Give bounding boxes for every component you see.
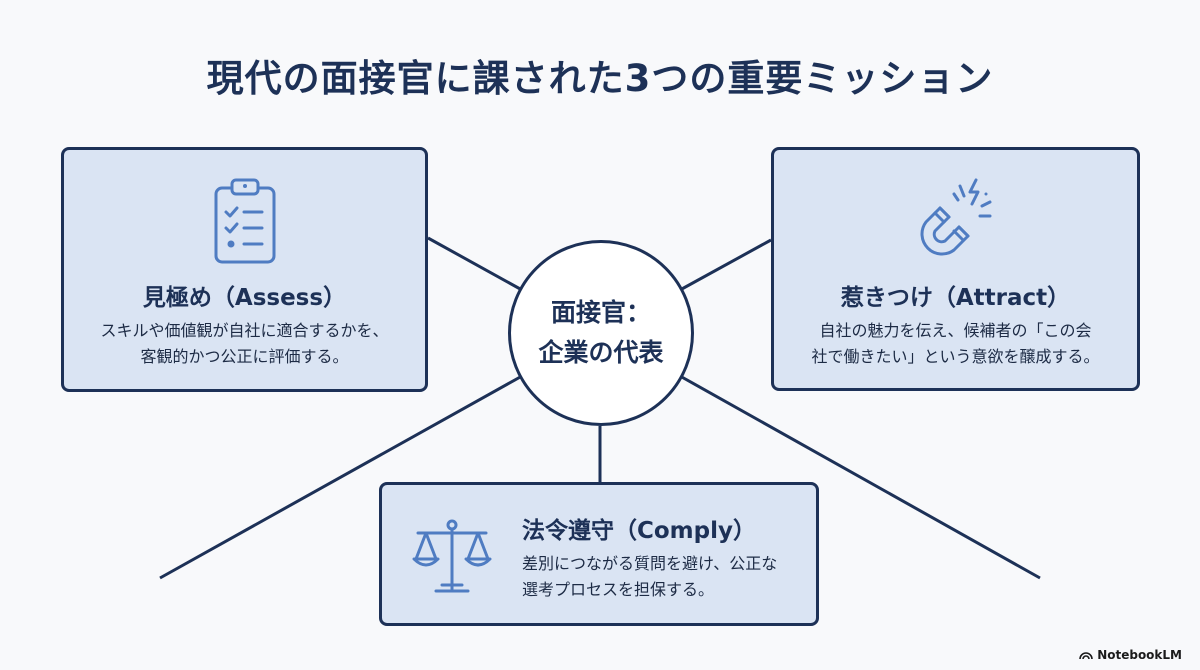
page-title: 現代の面接官に課された3つの重要ミッション: [206, 57, 994, 100]
attract-desc-line1: 自社の魅力を伝え、候補者の「この会: [819, 321, 1092, 340]
connector-assess: [427, 236, 523, 292]
center-line1: 面接官：: [550, 298, 651, 327]
attract-description: 自社の魅力を伝え、候補者の「この会 社で働きたい」という意欲を醸成する。: [774, 318, 1137, 370]
comply-description: 差別につながる質問を避け、公正な 選考プロセスを担保する。: [522, 551, 812, 603]
connector-lower-right: [679, 374, 1041, 580]
attract-heading: 惹きつけ（Attract）: [840, 285, 1071, 311]
comply-desc-line2: 選考プロセスを担保する。: [522, 580, 715, 599]
attract-desc-line2: 社で働きたい」という意欲を醸成する。: [811, 347, 1100, 366]
assess-desc-line1: スキルや価値観が自社に適合するかを、: [100, 321, 389, 340]
mission-card-assess: 見極め（Assess） スキルや価値観が自社に適合するかを、 客観的かつ公正に評…: [61, 147, 428, 392]
comply-desc-line1: 差別につながる質問を避け、公正な: [522, 554, 778, 573]
assess-heading: 見極め（Assess）: [142, 285, 347, 311]
brand-label: NotebookLM: [1097, 648, 1182, 662]
balance-scale-icon: [412, 515, 492, 599]
center-node-interviewer: 面接官： 企業の代表: [508, 240, 694, 426]
notebooklm-brand: NotebookLM: [1079, 648, 1182, 662]
center-line2: 企業の代表: [538, 338, 664, 367]
notebooklm-logo-icon: [1079, 652, 1093, 660]
connector-lower-left: [159, 374, 523, 580]
clipboard-checklist-icon: [210, 176, 280, 266]
magnet-icon: [910, 172, 1002, 262]
assess-desc-line2: 客観的かつ公正に評価する。: [140, 347, 349, 366]
connector-attract: [679, 238, 772, 292]
mission-card-comply: 法令遵守（Comply） 差別につながる質問を避け、公正な 選考プロセスを担保す…: [379, 482, 819, 626]
comply-heading: 法令遵守（Comply）: [522, 518, 756, 544]
mission-card-attract: 惹きつけ（Attract） 自社の魅力を伝え、候補者の「この会 社で働きたい」と…: [771, 147, 1140, 391]
assess-description: スキルや価値観が自社に適合するかを、 客観的かつ公正に評価する。: [64, 318, 425, 370]
